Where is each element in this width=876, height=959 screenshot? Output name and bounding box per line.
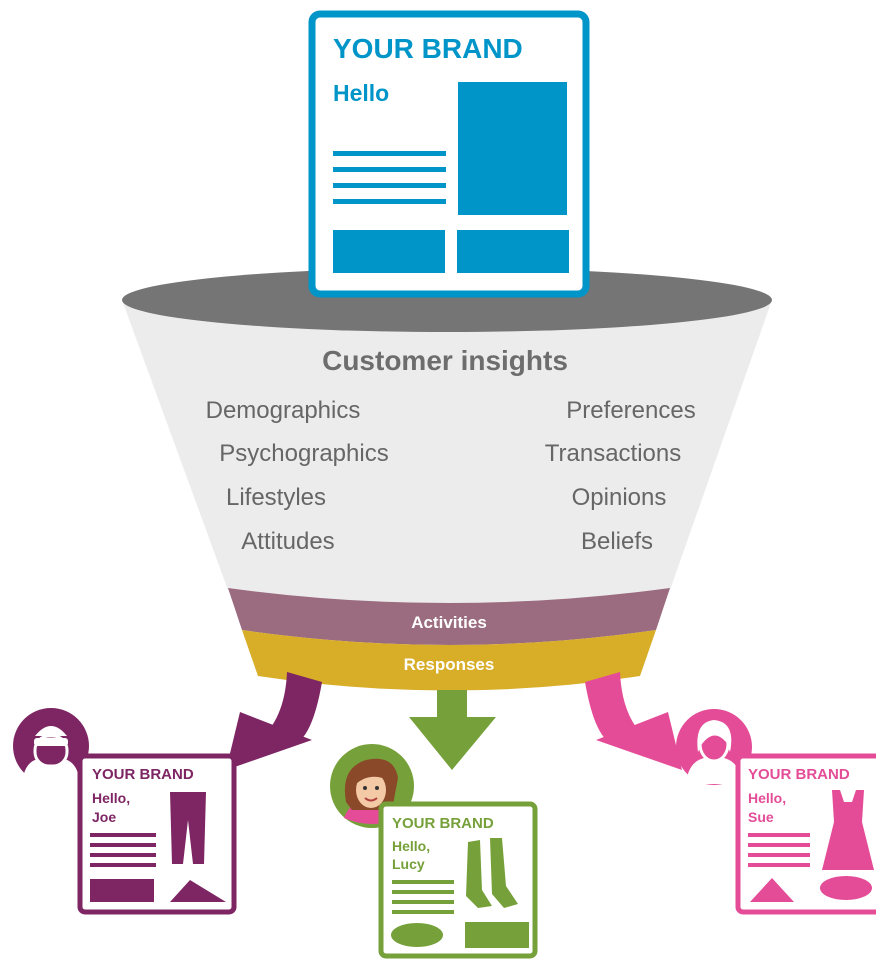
arrow-to-sue	[585, 672, 682, 770]
card-image-block	[458, 82, 567, 215]
lucy-card-name: Lucy	[392, 856, 425, 872]
joe-avatar-icon	[22, 726, 80, 784]
sue-card-greeting: Hello,	[748, 790, 786, 806]
joe-card-name: Joe	[92, 809, 116, 825]
lucy-card-brand: YOUR BRAND	[392, 815, 494, 832]
insight-preferences: Preferences	[566, 397, 695, 424]
pants-icon	[170, 792, 206, 864]
funnel-rim	[122, 268, 772, 332]
joe-card-greeting: Hello,	[92, 790, 130, 806]
sue-avatar-icon	[686, 720, 742, 784]
lucy-card-text-lines	[392, 880, 454, 914]
joe-persona: YOUR BRAND Hello, Joe	[13, 708, 237, 915]
funnel-body	[122, 300, 772, 608]
insight-beliefs: Beliefs	[581, 528, 653, 555]
arrow-to-joe	[226, 672, 322, 770]
activities-label: Activities	[411, 613, 487, 632]
lucy-persona: YOUR BRAND Hello, Lucy	[330, 744, 538, 959]
insight-attitudes: Attitudes	[241, 528, 334, 555]
card-button-right	[457, 230, 569, 273]
insight-transactions: Transactions	[545, 440, 682, 467]
lucy-card-button	[465, 922, 529, 948]
boots-icon	[466, 838, 518, 908]
insight-lifestyles: Lifestyles	[226, 484, 326, 511]
card-brand-title: YOUR BRAND	[333, 33, 523, 64]
funnel: Customer insights Demographics Psychogra…	[122, 268, 772, 691]
funnel-title: Customer insights	[322, 345, 568, 376]
joe-card-text-lines	[90, 833, 156, 867]
responses-band	[242, 630, 656, 691]
responses-label: Responses	[404, 655, 495, 674]
joe-card-brand: YOUR BRAND	[92, 766, 194, 783]
sue-cap-icon	[750, 878, 794, 902]
dress-icon	[822, 790, 874, 870]
lucy-card-ellipse	[391, 923, 443, 947]
sue-card-brand: YOUR BRAND	[748, 766, 850, 783]
activities-band	[228, 588, 670, 645]
sue-persona: YOUR BRAND Hello, Sue	[676, 709, 876, 915]
card-greeting: Hello	[333, 80, 389, 106]
insight-demographics: Demographics	[206, 397, 361, 424]
cap-icon	[170, 880, 226, 902]
card-text-lines	[333, 151, 446, 204]
joe-card-button	[90, 879, 154, 902]
sue-card-text-lines	[748, 833, 810, 867]
lucy-card-greeting: Hello,	[392, 838, 430, 854]
insight-opinions: Opinions	[572, 484, 667, 511]
sue-card-name: Sue	[748, 809, 774, 825]
insight-psychographics: Psychographics	[219, 440, 388, 467]
card-button-left	[333, 230, 445, 273]
brand-template-card: YOUR BRAND Hello	[308, 10, 590, 298]
arrow-to-lucy	[409, 690, 496, 770]
sue-card-ellipse	[820, 876, 872, 900]
